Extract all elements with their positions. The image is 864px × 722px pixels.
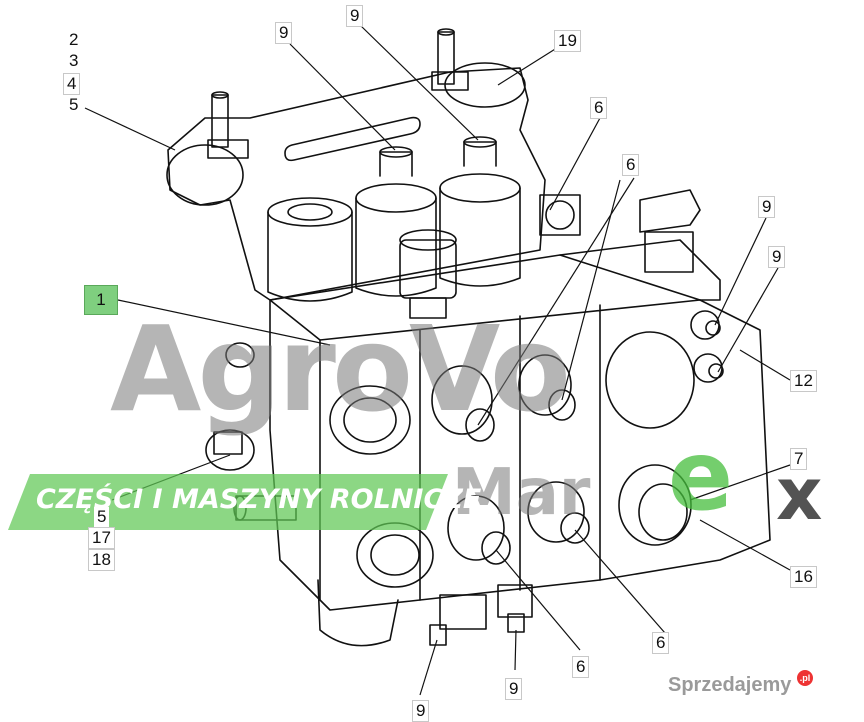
stud-right [431,28,469,91]
callout-12: 12 [790,370,817,392]
callout-5-top: 5 [66,95,82,115]
watermark-banner [8,474,448,530]
valve-body [269,254,771,611]
solenoid-coil-3 [439,136,521,287]
plate-slot [284,116,421,162]
solenoid-coil-1 [267,197,353,302]
callout-17: 17 [88,527,115,549]
site-tld-badge: .pl [796,670,813,686]
bottom-valve-left [429,594,487,646]
site-watermark: Sprzedajemy .pl [668,666,846,704]
fitting-4 [527,481,590,544]
callout-6-d: 6 [572,656,590,678]
bottom-valve-right [497,584,533,633]
fitting-1 [431,365,495,442]
watermark-banner-text: CZĘŚCI I MASZYNY ROLNICZE [36,484,482,515]
end-block-hole [605,331,695,429]
callout-9-f: 9 [412,700,430,722]
callout-18: 18 [88,549,115,571]
plug-16 [618,464,692,546]
valve-section-lines [319,299,701,601]
callout-4: 4 [63,73,81,95]
fitting-3 [447,495,511,565]
watermark-mar: Mar [452,456,591,530]
callout-16: 16 [790,566,817,588]
stud-left [207,91,249,159]
small-fitting-upper [690,310,721,340]
plate-lobe-left [166,144,244,206]
watermark-e: e [668,420,734,532]
callout-9-e: 9 [505,678,523,700]
fitting-2 [518,354,576,421]
right-cartridge [639,189,701,273]
site-name: Sprzedajemy [668,674,792,696]
callout-9-c: 9 [758,196,776,218]
callout-7: 7 [790,448,808,470]
lower-cylinder [317,579,399,647]
callout-6-c: 6 [652,632,670,654]
end-block [559,239,721,301]
leader-lines [84,24,791,696]
bolt-upper-left [225,342,255,368]
callout-9-a: 9 [275,22,293,44]
callout-3: 3 [66,51,82,71]
callout-9-b: 9 [346,5,364,27]
port-a1 [329,385,411,455]
electrical-connector [399,229,457,319]
callout-5-bottom: 5 [94,507,110,527]
callout-1: 1 [84,285,118,315]
callout-6-b: 6 [622,154,640,176]
solenoid-coil-2 [355,146,437,297]
callout-2: 2 [66,30,82,50]
callout-6-a: 6 [590,97,608,119]
bolt-5 [205,429,255,471]
port-b1 [356,522,434,588]
top-fitting-6 [539,194,581,236]
small-fitting-lower [693,353,724,383]
callout-9-d: 9 [768,246,786,268]
mounting-plate [167,67,546,301]
callout-19: 19 [554,30,581,52]
plate-lobe-right [444,62,526,108]
watermark-agrovo: AgroVo [110,300,571,438]
